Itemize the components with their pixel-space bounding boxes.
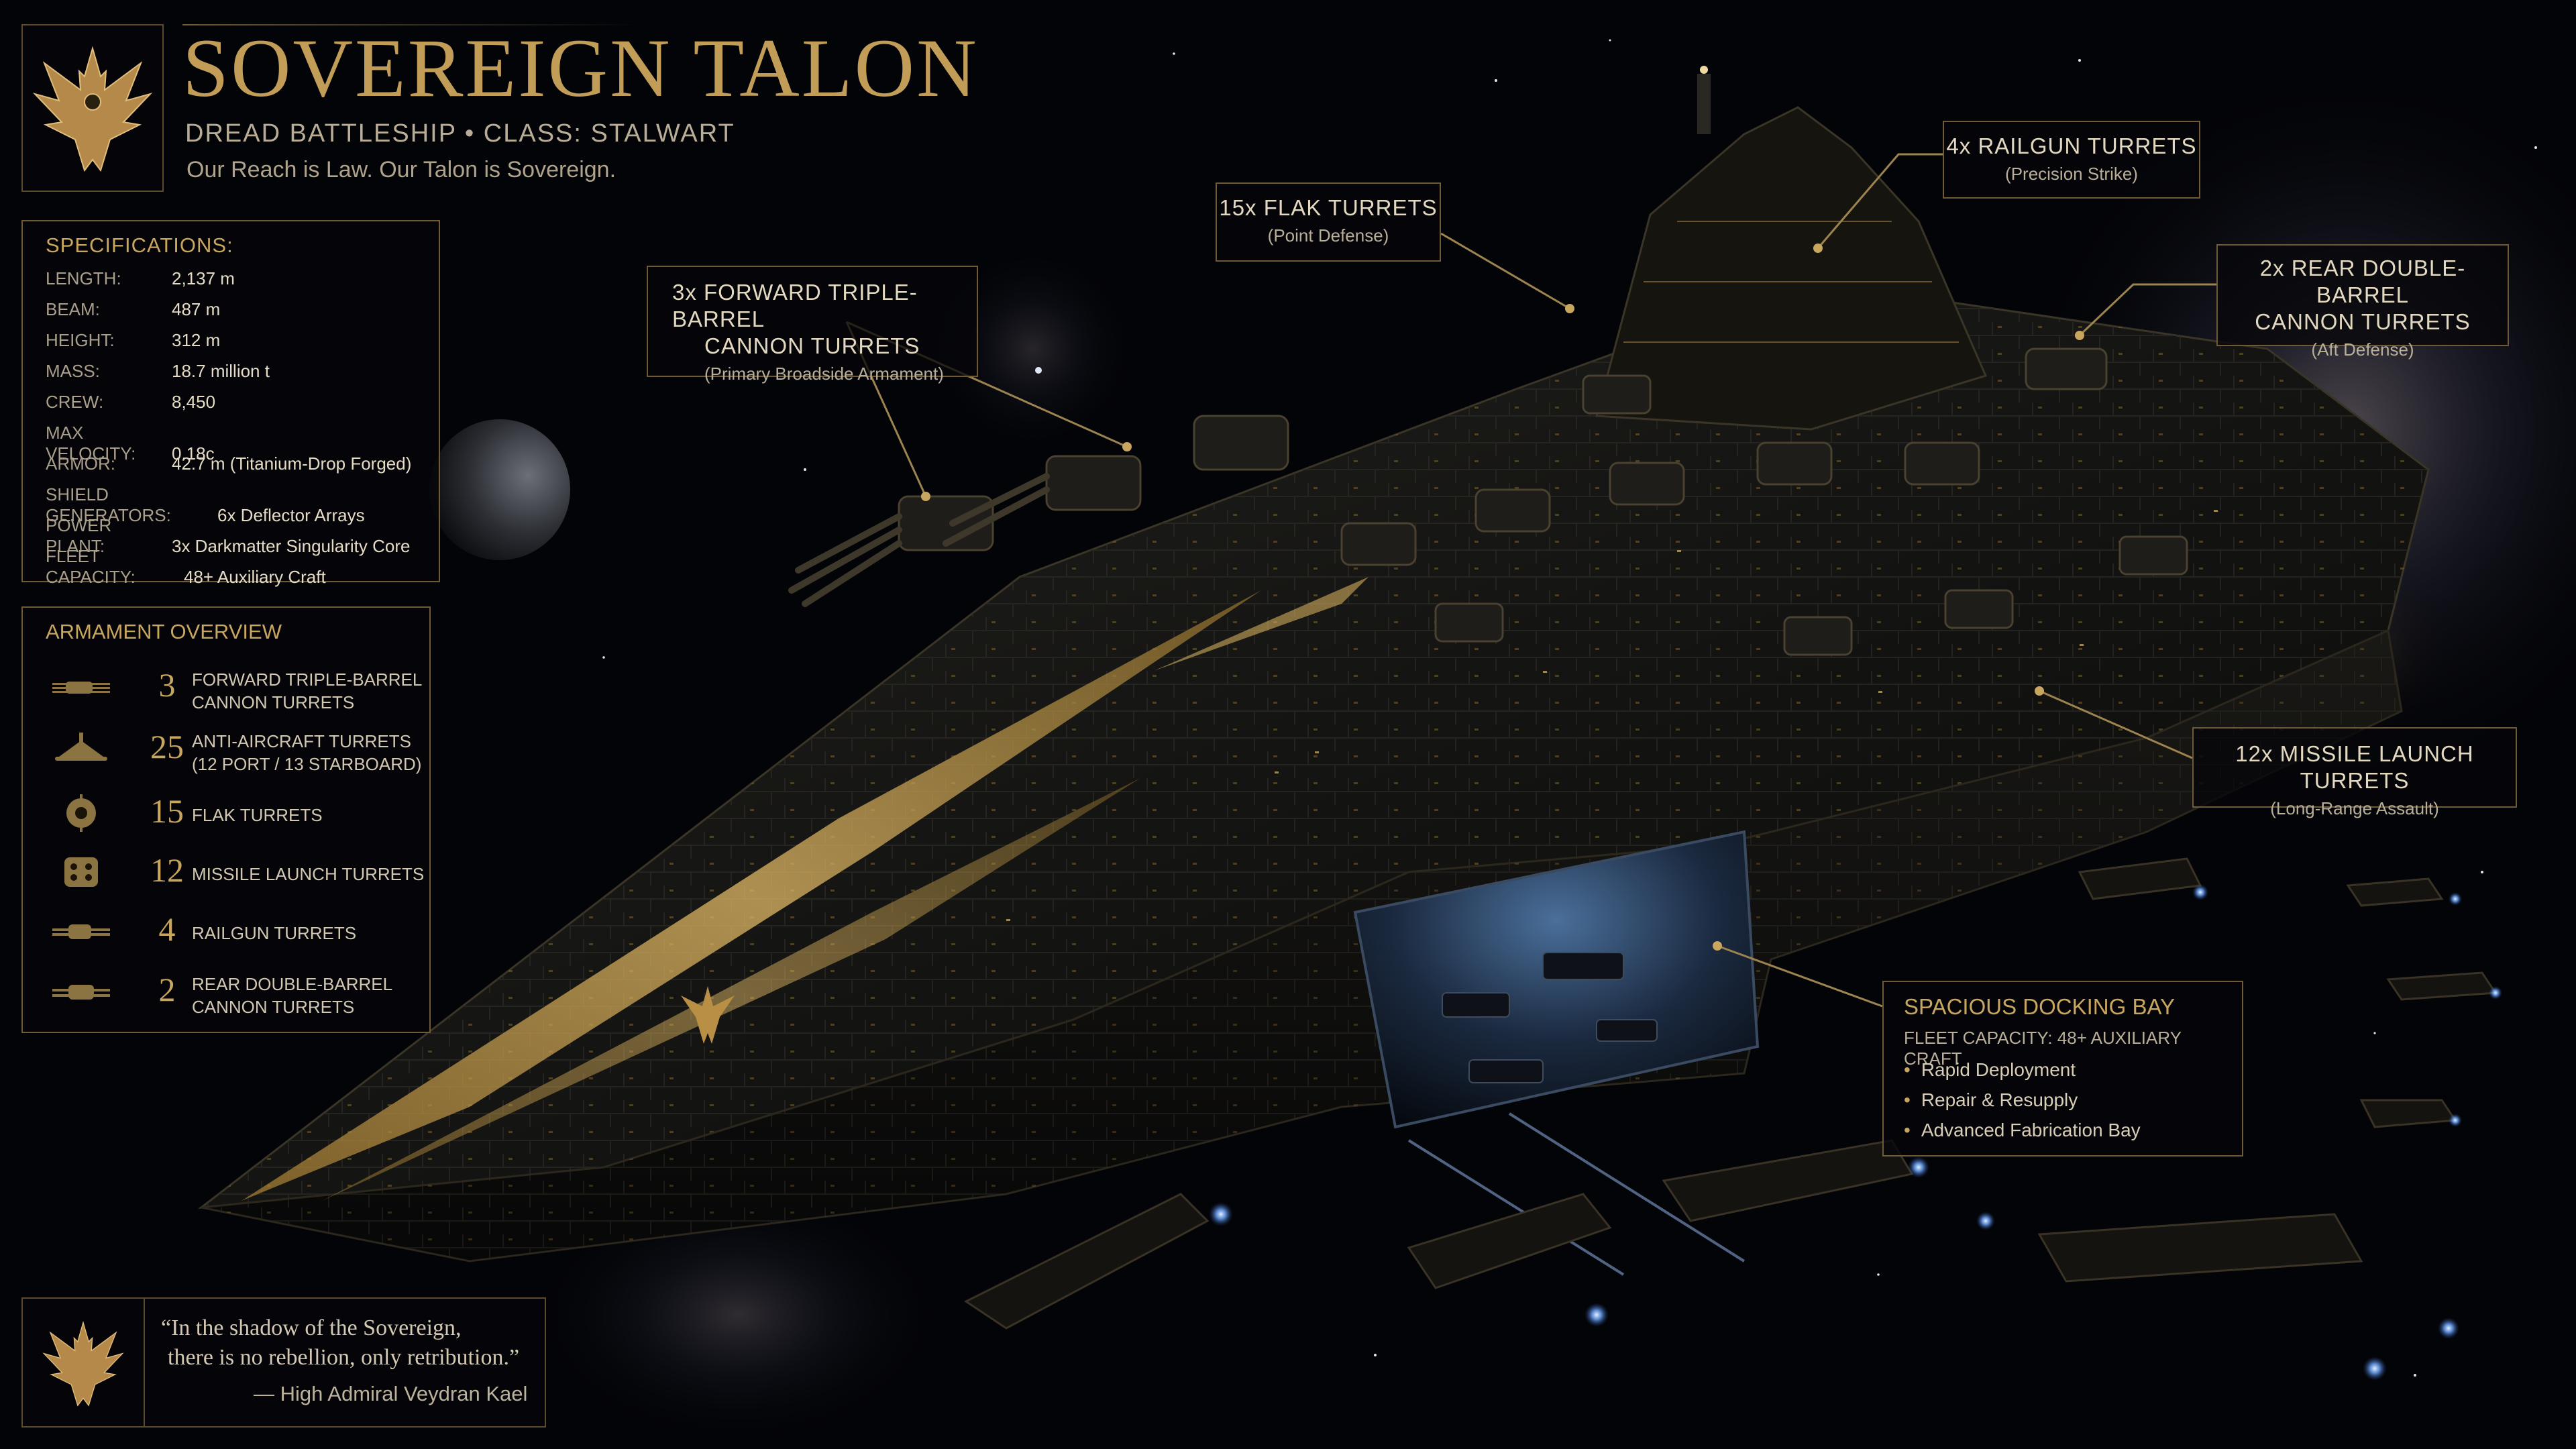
eagle-emblem-icon <box>32 46 153 172</box>
spec-row: POWER PLANT: 3x Darkmatter Singularity Co… <box>46 515 410 557</box>
spec-row: SHIELD GENERATORS: 6x Deflector Arrays <box>46 484 365 526</box>
armament-count: 12 <box>150 851 184 889</box>
spec-key: LENGTH: <box>46 268 121 288</box>
callout-subtitle: (Aft Defense) <box>2311 339 2414 360</box>
callout-flak-turrets: 15x FLAK TURRETS (Point Defense) <box>1216 182 1441 262</box>
missile-icon <box>64 857 98 887</box>
page-title: SOVEREIGN TALON <box>182 22 979 114</box>
spec-row: MAX VELOCITY: 0.18c <box>46 423 215 464</box>
list-item: •Advanced Fabrication Bay <box>1904 1120 2141 1140</box>
ship-motto: Our Reach is Law. Our Talon is Sovereign… <box>186 157 616 182</box>
callout-docking-bay: SPACIOUS DOCKING BAY FLEET CAPACITY: 48+… <box>1882 981 2243 1157</box>
callout-title: 4x RAILGUN TURRETS <box>1946 133 2197 158</box>
callout-subtitle: (Precision Strike) <box>2005 164 2138 184</box>
specifications-heading: SPECIFICATIONS: <box>46 233 233 257</box>
armament-heading: ARMAMENT OVERVIEW <box>46 620 282 643</box>
callout-missile-turrets: 12x MISSILE LAUNCH TURRETS (Long-Range A… <box>2192 727 2517 818</box>
header-emblem-panel <box>21 24 164 192</box>
spec-row: ARMOR: 42.7 m (Titanium-Drop Forged) <box>46 453 411 474</box>
list-item: •Repair & Resupply <box>1904 1089 2078 1110</box>
spec-key: HEIGHT: <box>46 330 115 350</box>
docking-bay-features: •Rapid Deployment •Repair & Resupply •Ad… <box>1904 1055 2141 1145</box>
armament-row: 15 FLAK TURRETS <box>43 788 425 841</box>
spec-value: 6x Deflector Arrays <box>217 505 365 525</box>
spec-key: FLEET CAPACITY: <box>46 546 136 587</box>
callout-title: SPACIOUS DOCKING BAY <box>1904 994 2176 1019</box>
spec-value: 2,137 m <box>172 268 235 288</box>
ship-class-subtitle: DREAD BATTLESHIP • CLASS: STALWART <box>185 119 735 148</box>
spec-key: SHIELD GENERATORS: <box>46 484 171 525</box>
spec-key: MASS: <box>46 361 100 381</box>
callout-subtitle: FLEET CAPACITY: 48+ AUXILIARY CRAFT <box>1904 1028 2182 1069</box>
header-rule <box>182 24 639 25</box>
armament-count: 3 <box>158 666 176 704</box>
spec-value: 3x Darkmatter Singularity Core <box>172 536 411 556</box>
callout-railgun-turrets: 4x RAILGUN TURRETS (Precision Strike) <box>1943 121 2200 199</box>
flak-icon <box>66 794 96 832</box>
spec-value: 18.7 million t <box>172 361 270 381</box>
spec-row: CREW: 8,450 <box>46 392 215 413</box>
armament-label: ANTI-AIRCRAFT TURRETS(12 PORT / 13 STARB… <box>192 731 422 774</box>
quote-panel: “In the shadow of the Sovereign, there i… <box>21 1297 546 1428</box>
triple-cannon-icon <box>52 682 110 694</box>
spec-row: BEAM: 487 m <box>46 299 220 320</box>
quote-divider <box>144 1299 145 1426</box>
armament-count: 25 <box>150 728 184 765</box>
spec-value: 8,450 <box>172 392 216 412</box>
callout-subtitle: (Primary Broadside Armament) <box>704 364 944 384</box>
armament-count: 2 <box>158 971 176 1008</box>
railgun-icon <box>52 924 110 939</box>
armament-row: 12 MISSILE LAUNCH TURRETS <box>43 847 425 900</box>
armament-label: RAILGUN TURRETS <box>192 923 357 943</box>
armament-row: 25 ANTI-AIRCRAFT TURRETS(12 PORT / 13 ST… <box>43 723 425 777</box>
armament-label: FLAK TURRETS <box>192 805 323 825</box>
callout-title: 15x FLAK TURRETS <box>1219 195 1438 220</box>
quote-attribution: — High Admiral Veydran Kael <box>254 1382 528 1405</box>
spec-value: 0.18c <box>172 443 215 464</box>
armament-count: 15 <box>150 792 184 830</box>
list-item: •Rapid Deployment <box>1904 1059 2076 1080</box>
spec-key: CREW: <box>46 392 104 412</box>
spec-row: HEIGHT: 312 m <box>46 330 220 351</box>
callout-subtitle: (Point Defense) <box>1267 225 1389 246</box>
spec-value: 487 m <box>172 299 221 319</box>
armament-row: 4 RAILGUN TURRETS <box>43 906 425 959</box>
eagle-emblem-icon <box>42 1320 124 1407</box>
anti-aircraft-icon <box>55 733 107 761</box>
quote-text: “In the shadow of the Sovereign, there i… <box>161 1316 520 1370</box>
spec-key: ARMOR: <box>46 453 115 474</box>
callout-subtitle: (Long-Range Assault) <box>2270 798 2439 818</box>
spec-row: MASS: 18.7 million t <box>46 361 270 382</box>
spec-row: LENGTH: 2,137 m <box>46 268 235 289</box>
spec-value: 42.7 m (Titanium-Drop Forged) <box>172 453 412 474</box>
rear-cannon-icon <box>52 985 110 1000</box>
spec-value: 48+ Auxiliary Craft <box>184 567 326 587</box>
spec-key: MAX VELOCITY: <box>46 423 136 464</box>
specifications-panel: SPECIFICATIONS: LENGTH: 2,137 m BEAM: 487 … <box>21 220 440 587</box>
spec-value: 312 m <box>172 330 221 350</box>
armament-count: 4 <box>158 910 176 948</box>
armament-label: MISSILE LAUNCH TURRETS <box>192 864 425 884</box>
spec-key: BEAM: <box>46 299 100 319</box>
spec-key: POWER PLANT: <box>46 515 112 556</box>
armament-overview-panel: ARMAMENT OVERVIEW 3 FORWARD TRIPLE-BARRE… <box>21 606 431 1033</box>
callout-title: 12x MISSILE LAUNCH TURRETS <box>2235 741 2474 793</box>
spec-row: FLEET CAPACITY: 48+ Auxiliary Craft <box>46 546 326 588</box>
